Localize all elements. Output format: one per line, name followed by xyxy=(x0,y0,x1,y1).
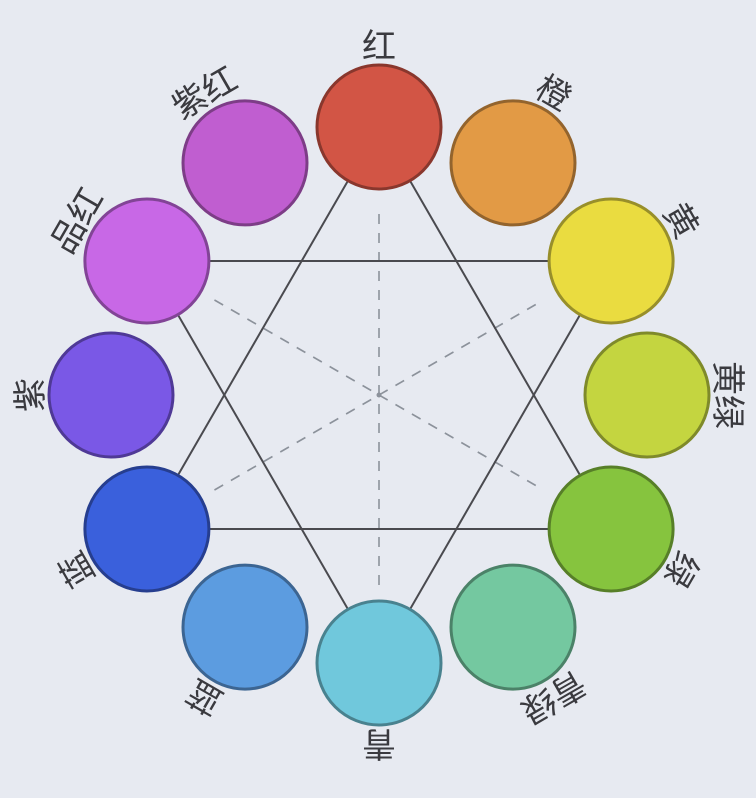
hexagram-line xyxy=(146,260,380,664)
hue-circle xyxy=(547,197,675,325)
hue-label: 紫 xyxy=(11,378,51,412)
hue-label: 青 xyxy=(362,723,396,763)
hue-circle xyxy=(315,63,443,191)
hexagram-line xyxy=(378,126,612,530)
hexagram-line xyxy=(378,260,612,664)
hue-circle xyxy=(181,99,309,227)
hue-circle xyxy=(583,331,711,459)
hue-circle xyxy=(83,197,211,325)
hue-label: 红 xyxy=(362,27,396,67)
hue-circle xyxy=(83,465,211,593)
hue-circle xyxy=(449,563,577,691)
hue-circles xyxy=(47,63,711,727)
hue-circle xyxy=(181,563,309,691)
hue-circle xyxy=(315,599,443,727)
hue-circle xyxy=(547,465,675,593)
center-dot xyxy=(376,392,382,398)
guide-lines xyxy=(214,205,544,585)
hue-circle xyxy=(449,99,577,227)
hue-circle xyxy=(47,331,175,459)
hexagram-line xyxy=(146,126,380,530)
hue-label: 黄绿 xyxy=(707,361,747,429)
hexagram-lines xyxy=(146,126,612,664)
